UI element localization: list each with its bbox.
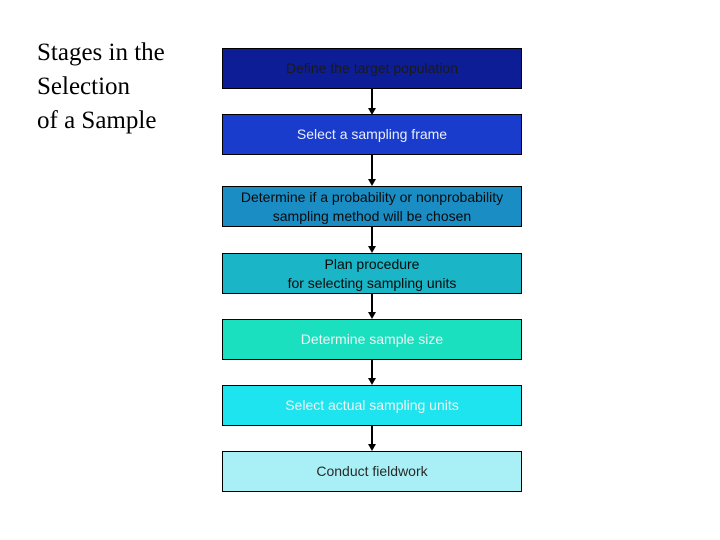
stage-conduct-fieldwork: Conduct fieldwork: [222, 451, 522, 492]
stage-label: Select actual sampling units: [285, 397, 459, 413]
stage-plan-procedure: Plan procedure for selecting sampling un…: [222, 253, 522, 294]
slide-title: Stages in the Selection of a Sample: [37, 36, 207, 138]
title-line-1: Stages in the: [37, 39, 165, 66]
title-line-2: Selection: [37, 73, 131, 100]
stage-select-actual-sampling-units: Select actual sampling units: [222, 385, 522, 426]
stage-label: Define the target population: [285, 60, 458, 76]
stage-select-sampling-frame: Select a sampling frame: [222, 114, 522, 155]
stage-label: Determine sample size: [300, 331, 444, 347]
stage-label: Select a sampling frame: [296, 126, 448, 142]
stage-define-target-population: Define the target population: [222, 48, 522, 89]
stage-label: Conduct fieldwork: [316, 463, 428, 479]
title-line-3: of a Sample: [37, 107, 157, 134]
stage-determine-sampling-method: Determine if a probability or nonprobabi…: [222, 186, 522, 227]
stage-label: Plan procedure for selecting sampling un…: [287, 255, 457, 291]
stage-label: Determine if a probability or nonprobabi…: [240, 188, 504, 224]
stage-determine-sample-size: Determine sample size: [222, 319, 522, 360]
